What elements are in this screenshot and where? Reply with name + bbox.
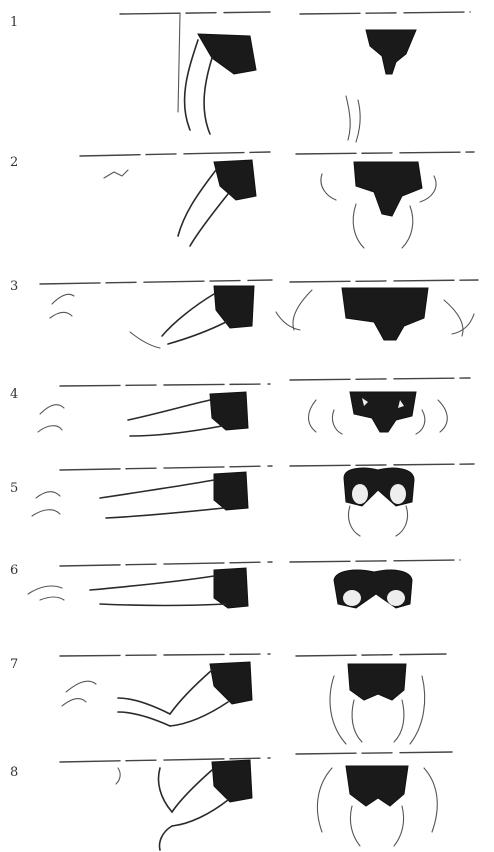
- step-number-6: 6: [10, 563, 18, 578]
- swimsuit-side-8: [212, 760, 252, 802]
- step-7-side-view: [60, 654, 270, 726]
- step-2-rear-view: [296, 152, 474, 248]
- swimsuit-side-7: [210, 662, 252, 704]
- step-number-5: 5: [10, 481, 18, 496]
- step-number-1: 1: [10, 15, 18, 30]
- step-1-side-view: [120, 12, 270, 134]
- step-7: 7: [10, 654, 446, 744]
- step-number-8: 8: [10, 765, 18, 780]
- step-number-2: 2: [10, 155, 18, 170]
- swimsuit-side-4: [210, 392, 248, 430]
- swimsuit-rear-8: [346, 766, 408, 806]
- swimsuit-side-5: [214, 472, 248, 510]
- step-2-side-view: [80, 152, 270, 246]
- step-8-side-view: [60, 758, 270, 850]
- swimsuit-side-2: [214, 160, 256, 200]
- swimsuit-rear-2: [354, 162, 422, 216]
- step-5: 5: [10, 464, 474, 536]
- swimsuit-rear-4: [350, 392, 416, 432]
- swimsuit-side-6: [214, 568, 248, 608]
- step-5-rear-view: [290, 464, 474, 536]
- step-7-rear-view: [296, 654, 446, 744]
- step-1-rear-view: [300, 12, 470, 142]
- step-number-3: 3: [10, 279, 18, 294]
- step-1: 1: [10, 12, 470, 142]
- swimsuit-rear-1: [366, 30, 416, 74]
- step-8: 8: [10, 752, 452, 850]
- swimsuit-rear-7: [348, 664, 406, 700]
- swimsuit-side-1: [198, 34, 256, 74]
- step-8-rear-view: [296, 752, 452, 846]
- step-2: 2: [10, 152, 474, 248]
- step-3-side-view: [40, 280, 272, 348]
- step-4-side-view: [38, 384, 270, 436]
- step-6-side-view: [28, 562, 272, 608]
- step-6-rear-view: [290, 560, 460, 608]
- step-4: 4: [10, 378, 470, 436]
- step-3-rear-view: [276, 280, 478, 340]
- step-number-7: 7: [10, 657, 18, 672]
- step-4-rear-view: [290, 378, 470, 434]
- step-6: 6: [10, 560, 460, 608]
- step-3: 3: [10, 279, 478, 348]
- swimsuit-side-3: [214, 286, 254, 328]
- step-number-4: 4: [10, 387, 18, 402]
- step-5-side-view: [32, 466, 272, 518]
- swimsuit-rear-3: [342, 288, 428, 340]
